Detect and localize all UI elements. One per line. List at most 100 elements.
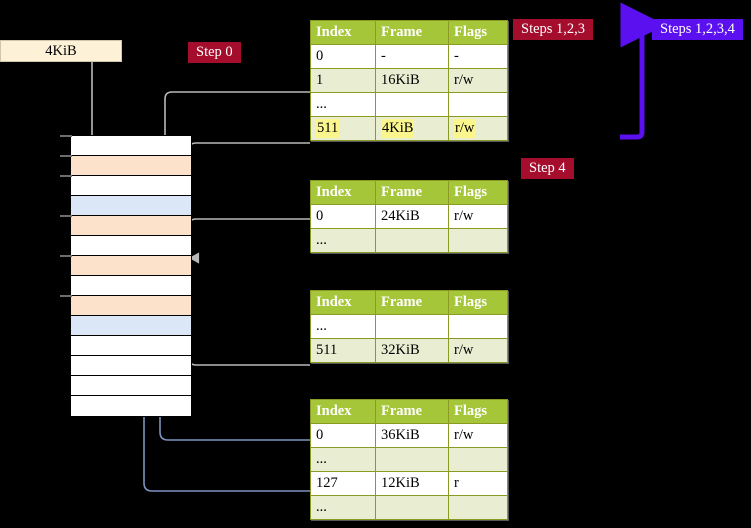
table-row: ... bbox=[310, 447, 508, 472]
column-header-flags: Flags bbox=[448, 290, 508, 315]
steps123-label: Steps 1,2,3 bbox=[521, 21, 586, 37]
column-header-frame: Frame bbox=[375, 290, 449, 315]
cell-index: ... bbox=[310, 228, 376, 253]
step0-badge: Step 0 bbox=[188, 42, 241, 63]
step4-label: Step 4 bbox=[529, 160, 566, 176]
cell-flags-text: r/w bbox=[454, 119, 476, 138]
steps1234-label: Steps 1,2,3,4 bbox=[660, 21, 735, 37]
memory-row bbox=[71, 376, 191, 396]
cell-frame: 16KiB bbox=[375, 68, 449, 93]
cell-flags: r bbox=[448, 471, 508, 496]
table-row: 1 16KiB r/w bbox=[310, 68, 508, 93]
table-header-row: Index Frame Flags bbox=[310, 290, 508, 315]
table-row: 0 - - bbox=[310, 44, 508, 69]
column-header-flags: Flags bbox=[448, 180, 508, 205]
column-header-index: Index bbox=[310, 399, 376, 424]
cell-index: ... bbox=[310, 447, 376, 472]
memory-row bbox=[71, 316, 191, 336]
pdpt-table: Index Frame Flags 0 24KiB r/w ... bbox=[310, 180, 508, 253]
cell-index: 127 bbox=[310, 471, 376, 496]
memory-row bbox=[71, 216, 191, 236]
cell-frame: 12KiB bbox=[375, 471, 449, 496]
column-header-flags: Flags bbox=[448, 20, 508, 45]
cell-frame: - bbox=[375, 44, 449, 69]
cell-flags: r/w bbox=[448, 423, 508, 448]
cell-flags bbox=[448, 228, 508, 253]
table-row: 0 36KiB r/w bbox=[310, 423, 508, 448]
cell-flags: r/w bbox=[448, 68, 508, 93]
cell-index-text: 511 bbox=[316, 119, 340, 138]
cell-frame: 32KiB bbox=[375, 338, 449, 363]
cell-index: 511 bbox=[310, 338, 376, 363]
cell-flags: r/w bbox=[448, 116, 508, 141]
page-size-box: 4KiB bbox=[0, 40, 122, 62]
column-header-index: Index bbox=[310, 20, 376, 45]
table-row: 0 24KiB r/w bbox=[310, 204, 508, 229]
table-row: 511 32KiB r/w bbox=[310, 338, 508, 363]
physical-memory-grid bbox=[70, 135, 192, 417]
memory-row bbox=[71, 136, 191, 156]
table-header-row: Index Frame Flags bbox=[310, 20, 508, 45]
step4-badge: Step 4 bbox=[521, 158, 574, 179]
cell-flags bbox=[448, 447, 508, 472]
table-header-row: Index Frame Flags bbox=[310, 399, 508, 424]
cell-frame bbox=[375, 228, 449, 253]
memory-row bbox=[71, 336, 191, 356]
cell-frame: 24KiB bbox=[375, 204, 449, 229]
table-row: ... bbox=[310, 228, 508, 253]
column-header-frame: Frame bbox=[375, 399, 449, 424]
memory-row bbox=[71, 276, 191, 296]
step0-label: Step 0 bbox=[196, 44, 233, 60]
steps123-badge: Steps 1,2,3 bbox=[513, 19, 594, 40]
cell-flags bbox=[448, 495, 508, 520]
cell-index: 0 bbox=[310, 204, 376, 229]
cell-index: 511 bbox=[310, 116, 376, 141]
memory-tick bbox=[60, 255, 72, 257]
column-header-frame: Frame bbox=[375, 20, 449, 45]
page-size-label: 4KiB bbox=[45, 43, 77, 59]
cell-index: ... bbox=[310, 495, 376, 520]
memory-row bbox=[71, 296, 191, 316]
cell-flags bbox=[448, 314, 508, 339]
cell-index: 1 bbox=[310, 68, 376, 93]
memory-tick bbox=[60, 215, 72, 217]
column-header-index: Index bbox=[310, 180, 376, 205]
cell-frame bbox=[375, 92, 449, 117]
memory-row bbox=[71, 156, 191, 176]
cell-flags bbox=[448, 92, 508, 117]
memory-row bbox=[71, 236, 191, 256]
cell-index: ... bbox=[310, 92, 376, 117]
cell-frame bbox=[375, 495, 449, 520]
cell-flags: - bbox=[448, 44, 508, 69]
column-header-index: Index bbox=[310, 290, 376, 315]
table-row: ... bbox=[310, 495, 508, 520]
cell-frame-text: 4KiB bbox=[381, 119, 415, 138]
memory-row bbox=[71, 356, 191, 376]
cell-flags: r/w bbox=[448, 338, 508, 363]
cell-frame: 36KiB bbox=[375, 423, 449, 448]
column-header-frame: Frame bbox=[375, 180, 449, 205]
memory-row bbox=[71, 196, 191, 216]
cell-index: ... bbox=[310, 314, 376, 339]
memory-row bbox=[71, 176, 191, 196]
cell-index: 0 bbox=[310, 44, 376, 69]
table-row: ... bbox=[310, 314, 508, 339]
memory-tick bbox=[60, 135, 72, 137]
table-row: ... bbox=[310, 92, 508, 117]
table-row: 511 4KiB r/w bbox=[310, 116, 508, 141]
column-header-flags: Flags bbox=[448, 399, 508, 424]
memory-tick bbox=[60, 155, 72, 157]
memory-row bbox=[71, 256, 191, 276]
cell-frame: 4KiB bbox=[375, 116, 449, 141]
cell-frame bbox=[375, 447, 449, 472]
memory-tick bbox=[60, 295, 72, 297]
memory-row bbox=[71, 396, 191, 416]
table-header-row: Index Frame Flags bbox=[310, 180, 508, 205]
pd-table: Index Frame Flags ... 511 32KiB r/w bbox=[310, 290, 508, 363]
cell-flags: r/w bbox=[448, 204, 508, 229]
pt-table: Index Frame Flags 0 36KiB r/w ... 127 12… bbox=[310, 399, 508, 520]
steps1234-badge: Steps 1,2,3,4 bbox=[652, 19, 743, 40]
cell-index: 0 bbox=[310, 423, 376, 448]
memory-tick bbox=[60, 175, 72, 177]
